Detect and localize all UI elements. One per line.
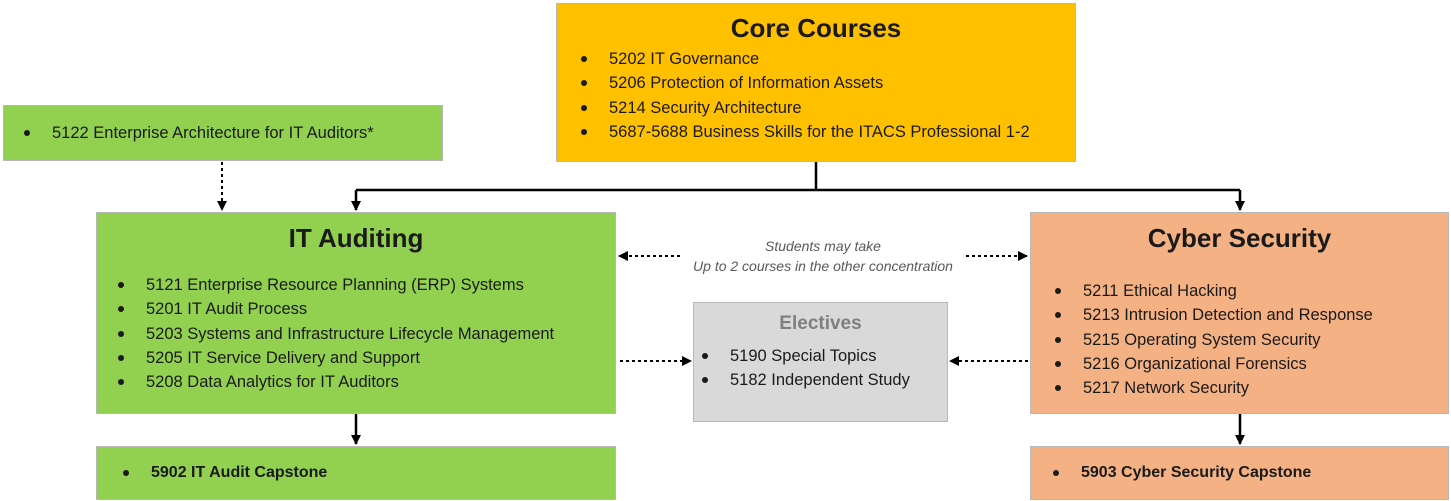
- it-audit-capstone: 5902 IT Audit Capstone: [123, 461, 615, 485]
- electives-title: Electives: [779, 313, 862, 334]
- concentration-note: Students may take Up to 2 courses in the…: [640, 236, 1006, 276]
- list-item: 5206 Protection of Information Assets: [581, 71, 1075, 95]
- list-item: 5208 Data Analytics for IT Auditors: [118, 370, 615, 394]
- core-courses-title: Core Courses: [730, 13, 902, 43]
- cyber-security-list: 5211 Ethical Hacking 5213 Intrusion Dete…: [1031, 253, 1448, 400]
- prerequisite-list: 5122 Enterprise Architecture for IT Audi…: [4, 106, 442, 145]
- cyber-security-capstone-list: 5903 Cyber Security Capstone: [1031, 447, 1448, 485]
- it-audit-capstone-list: 5902 IT Audit Capstone: [97, 447, 615, 485]
- it-auditing-list: 5121 Enterprise Resource Planning (ERP) …: [97, 253, 615, 394]
- list-item: 5215 Operating System Security: [1055, 328, 1448, 352]
- cyber-security-capstone-box: 5903 Cyber Security Capstone: [1030, 446, 1449, 500]
- prerequisite-box: 5122 Enterprise Architecture for IT Audi…: [3, 105, 443, 161]
- cyber-security-capstone: 5903 Cyber Security Capstone: [1053, 461, 1448, 485]
- electives-box: Electives 5190 Special Topics 5182 Indep…: [693, 302, 948, 422]
- it-auditing-box: IT Auditing 5121 Enterprise Resource Pla…: [96, 212, 616, 414]
- list-item: 5182 Independent Study: [702, 368, 947, 392]
- list-item: 5122 Enterprise Architecture for IT Audi…: [24, 121, 442, 145]
- core-courses-box: Core Courses 5202 IT Governance 5206 Pro…: [556, 3, 1076, 162]
- list-item: 5202 IT Governance: [581, 47, 1075, 71]
- list-item: 5217 Network Security: [1055, 376, 1448, 400]
- electives-list: 5190 Special Topics 5182 Independent Stu…: [694, 335, 947, 393]
- list-item: 5213 Intrusion Detection and Response: [1055, 303, 1448, 327]
- note-line-2: Up to 2 courses in the other concentrati…: [693, 258, 953, 274]
- list-item: 5201 IT Audit Process: [118, 297, 615, 321]
- list-item: 5211 Ethical Hacking: [1055, 279, 1448, 303]
- list-item: 5190 Special Topics: [702, 344, 947, 368]
- list-item: 5205 IT Service Delivery and Support: [118, 346, 615, 370]
- it-audit-capstone-box: 5902 IT Audit Capstone: [96, 446, 616, 500]
- core-courses-list: 5202 IT Governance 5206 Protection of In…: [557, 43, 1075, 144]
- list-item: 5203 Systems and Infrastructure Lifecycl…: [118, 322, 615, 346]
- it-auditing-title: IT Auditing: [288, 223, 424, 253]
- list-item: 5687-5688 Business Skills for the ITACS …: [581, 120, 1075, 144]
- cyber-security-title: Cyber Security: [1147, 223, 1332, 253]
- cyber-security-box: Cyber Security 5211 Ethical Hacking 5213…: [1030, 212, 1449, 414]
- list-item: 5216 Organizational Forensics: [1055, 352, 1448, 376]
- list-item: 5214 Security Architecture: [581, 96, 1075, 120]
- note-line-1: Students may take: [765, 238, 881, 254]
- list-item: 5121 Enterprise Resource Planning (ERP) …: [118, 273, 615, 297]
